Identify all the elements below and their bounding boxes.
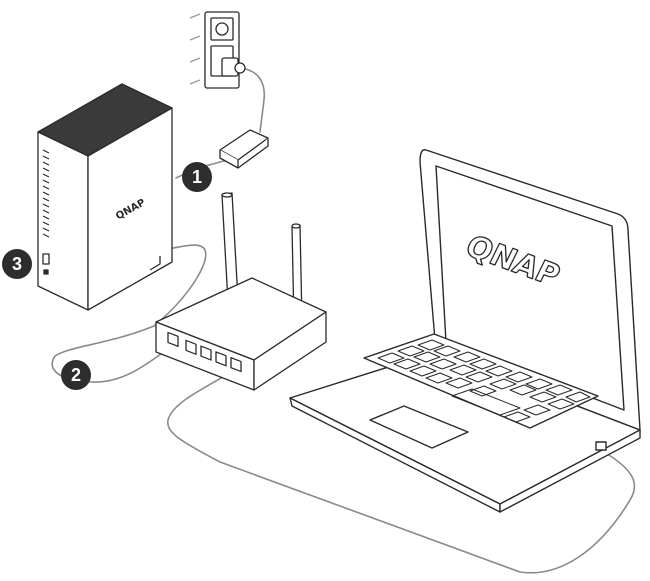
power-adapter [219,129,269,169]
router [155,192,327,391]
step-1-badge: 1 [182,162,212,192]
nas-device: QNAP [37,83,173,311]
laptop-keys [377,339,591,423]
laptop-screen [435,165,625,411]
nas-power-button [42,253,50,265]
step-2-badge: 2 [61,360,91,390]
power-cable-upper [239,67,266,133]
step-3-badge: 3 [2,249,32,279]
nas-vent [42,149,50,238]
nas-led [43,269,49,275]
wall-outlet [189,11,246,89]
cables [51,67,636,574]
laptop-touchpad [369,405,469,449]
router-side [253,311,327,391]
laptop: QNAP [289,149,641,513]
nas-side [87,107,173,311]
ethernet-cable-router-laptop [167,371,636,574]
nas-front [37,131,89,311]
nas-foot [149,256,161,271]
ethernet-cable-nas-router [51,244,207,383]
router-ports [167,331,242,373]
laptop-ethernet-port [595,441,607,451]
